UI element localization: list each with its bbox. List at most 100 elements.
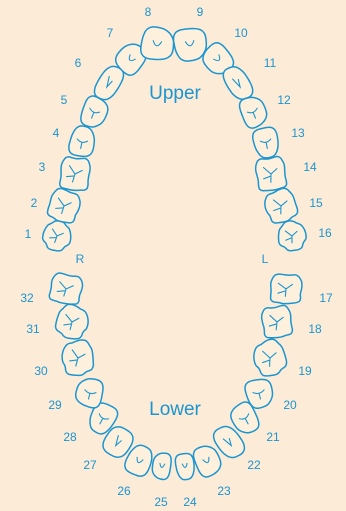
tooth-number-17: 17 [319, 291, 333, 305]
tooth-15-groove [272, 199, 288, 215]
tooth-30-groove [69, 349, 86, 367]
tooth-15[interactable] [263, 187, 299, 225]
tooth-8-groove [152, 40, 163, 47]
tooth-13-groove [259, 138, 272, 150]
tooth-12-groove [246, 107, 258, 119]
tooth-30[interactable] [60, 338, 96, 377]
tooth-19[interactable] [252, 338, 288, 377]
tooth-24[interactable] [174, 452, 196, 481]
tooth-31[interactable] [54, 303, 90, 340]
tooth-number-13: 13 [291, 126, 305, 140]
tooth-number-4: 4 [53, 126, 60, 140]
tooth-number-25: 25 [154, 495, 168, 509]
tooth-number-7: 7 [107, 26, 114, 40]
tooth-number-26: 26 [117, 484, 131, 498]
tooth-24-outline [174, 452, 195, 481]
tooth-26[interactable] [122, 442, 156, 479]
tooth-number-19: 19 [298, 364, 312, 378]
tooth-29[interactable] [73, 376, 105, 410]
tooth-16-groove [284, 230, 298, 244]
tooth-19-groove [261, 350, 277, 367]
tooth-number-10: 10 [234, 26, 248, 40]
tooth-number-15: 15 [309, 196, 323, 210]
tooth-14[interactable] [254, 155, 288, 193]
tooth-1-groove [49, 228, 64, 244]
tooth-25-outline [151, 452, 172, 481]
left-side-label: L [262, 252, 269, 266]
tooth-number-27: 27 [83, 458, 97, 472]
tooth-23-outline [192, 445, 222, 478]
tooth-number-2: 2 [31, 196, 38, 210]
tooth-16[interactable] [276, 218, 309, 252]
tooth-4[interactable] [67, 124, 97, 159]
tooth-3-groove [66, 165, 83, 183]
tooth-21-outline [230, 401, 260, 434]
tooth-11[interactable] [220, 62, 256, 103]
tooth-25-groove [159, 462, 166, 468]
tooth-13[interactable] [251, 126, 281, 160]
tooth-number-24: 24 [183, 495, 197, 509]
tooth-number-12: 12 [277, 93, 291, 107]
tooth-22[interactable] [210, 422, 248, 463]
tooth-21-groove [238, 413, 250, 425]
right-side-label: R [76, 252, 85, 266]
tooth-26-groove [136, 456, 144, 464]
tooth-9[interactable] [172, 26, 208, 62]
tooth-10-groove [213, 54, 221, 62]
tooth-1[interactable] [41, 218, 74, 252]
tooth-32[interactable] [48, 272, 84, 305]
tooth-9-groove [184, 40, 195, 47]
tooth-5[interactable] [77, 94, 111, 131]
tooth-21[interactable] [227, 400, 263, 438]
tooth-27-groove [114, 434, 122, 448]
tooth-number-14: 14 [303, 160, 317, 174]
tooth-20-groove [252, 389, 265, 400]
tooth-22-outline [212, 425, 246, 459]
lower-arch-label: Lower [149, 399, 201, 420]
tooth-5-groove [89, 107, 101, 119]
tooth-20[interactable] [243, 377, 275, 411]
tooth-2[interactable] [46, 187, 81, 224]
tooth-number-3: 3 [39, 160, 46, 174]
tooth-number-30: 30 [34, 364, 48, 378]
tooth-22-groove [222, 437, 233, 448]
tooth-7[interactable] [111, 38, 151, 78]
tooth-5-outline [80, 95, 109, 128]
tooth-number-16: 16 [318, 226, 332, 240]
tooth-17[interactable] [268, 272, 304, 306]
tooth-number-21: 21 [266, 430, 280, 444]
tooth-2-groove [55, 197, 72, 215]
tooth-23-groove [202, 456, 210, 464]
tooth-12[interactable] [237, 93, 271, 130]
tooth-number-5: 5 [61, 93, 68, 107]
tooth-number-23: 23 [217, 484, 231, 498]
tooth-number-22: 22 [247, 458, 261, 472]
tooth-7-groove [128, 54, 136, 62]
tooth-11-outline [222, 66, 254, 100]
tooth-10-outline [202, 42, 235, 75]
tooth-4-groove [76, 138, 89, 150]
tooth-18[interactable] [260, 304, 294, 339]
tooth-8[interactable] [139, 25, 175, 61]
tooth-28-groove [98, 413, 110, 425]
tooth-29-groove [84, 389, 97, 400]
tooth-6-groove [105, 75, 113, 89]
tooth-26-outline [124, 444, 153, 477]
tooth-32-groove [56, 281, 74, 297]
tooth-number-1: 1 [25, 227, 32, 241]
tooth-23[interactable] [190, 442, 224, 480]
tooth-18-groove [268, 314, 284, 331]
tooth-28[interactable] [85, 400, 121, 438]
tooth-27[interactable] [99, 423, 137, 462]
tooth-4-outline [68, 125, 96, 158]
tooth-number-6: 6 [75, 56, 82, 70]
tooth-9-outline [172, 27, 208, 62]
tooth-number-9: 9 [197, 5, 204, 19]
tooth-24-groove [181, 462, 188, 468]
tooth-number-20: 20 [283, 398, 297, 412]
tooth-number-32: 32 [20, 291, 34, 305]
tooth-3[interactable] [58, 155, 91, 192]
tooth-10[interactable] [198, 40, 238, 80]
tooth-25[interactable] [151, 452, 173, 481]
